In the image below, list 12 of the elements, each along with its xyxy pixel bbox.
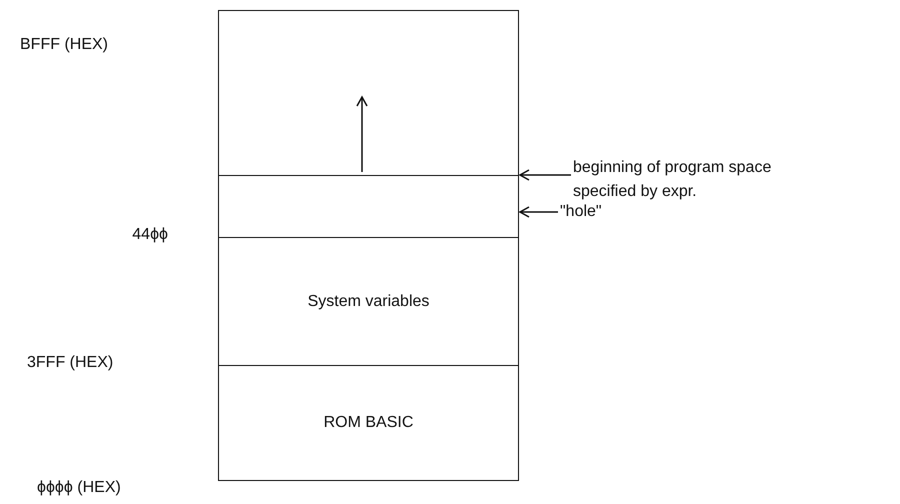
arrow bbox=[519, 169, 571, 181]
address-label: 44ϕϕ bbox=[132, 226, 168, 244]
segment-label: ROM BASIC bbox=[324, 414, 414, 432]
address-label: ϕϕϕϕ (HEX) bbox=[37, 479, 121, 497]
memory-segment bbox=[218, 175, 519, 238]
address-label: BFFF (HEX) bbox=[20, 36, 108, 54]
memory-segment bbox=[218, 10, 519, 176]
memory-segment bbox=[218, 237, 519, 366]
address-label: 3FFF (HEX) bbox=[27, 354, 114, 372]
arrow bbox=[519, 206, 558, 218]
segment-label: System variables bbox=[308, 292, 430, 310]
memory-segment bbox=[218, 365, 519, 481]
